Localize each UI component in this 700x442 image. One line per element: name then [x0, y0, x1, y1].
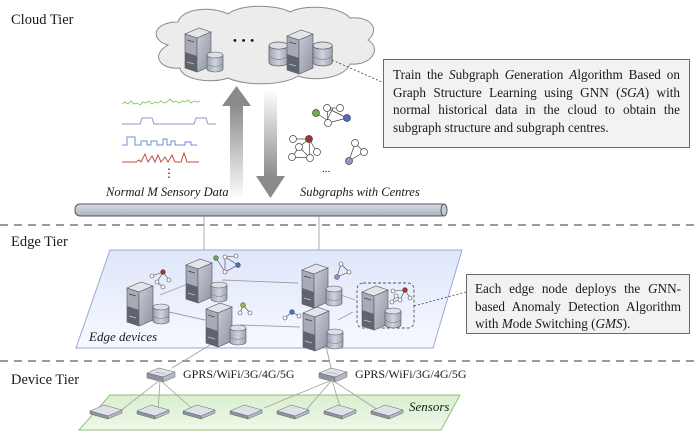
edge-note-box: Each edge node deploys the GNN-based Ano… [466, 274, 690, 334]
note-fragment: ). [622, 316, 631, 332]
centre-node-green [312, 109, 320, 117]
edge-subgraphs [149, 253, 413, 321]
note-fragment: witching ( [541, 316, 596, 332]
note-fragment: G [504, 67, 515, 82]
note-fragment: A [569, 67, 578, 82]
gateway-2-label: GPRS/WiFi/3G/4G/5G [355, 367, 467, 381]
edge-devices-label: Edge devices [89, 329, 158, 344]
sensor-links [118, 379, 379, 413]
centre-node-red [305, 135, 313, 143]
cloud-db-left [206, 51, 224, 73]
signal-red [122, 151, 199, 164]
cloud-db-right [312, 41, 333, 67]
note-fragment: ode [512, 316, 536, 332]
centre-node-blue [343, 114, 351, 122]
cloud-server-right [286, 29, 314, 75]
edge-note-text: Each edge node deploys the GNN-based Ano… [475, 281, 681, 331]
note-fragment: ubgraph [455, 67, 505, 82]
network-bus [74, 203, 448, 217]
download-arrow [256, 90, 285, 198]
gateway-1-label: GPRS/WiFi/3G/4G/5G [183, 367, 295, 381]
edge-tier-label: Edge Tier [11, 234, 68, 250]
note-fragment: S [449, 67, 456, 82]
note-fragment: S [535, 316, 542, 332]
note-fragment: M [501, 316, 513, 332]
subgraph-cluster-flow [288, 104, 368, 165]
cloud-callout-line [331, 59, 383, 83]
gateway-1 [146, 367, 176, 383]
signal-ellipsis: ⋮ [163, 166, 175, 180]
edge-node-highlight [356, 282, 415, 329]
centre-node-purple [345, 157, 353, 165]
cloud-tier-label: Cloud Tier [11, 12, 74, 28]
upload-arrow [222, 86, 251, 200]
note-fragment: Each edge node deploys the [475, 281, 649, 296]
sensor-signals [121, 98, 216, 164]
note-fragment: NN-based Anomaly Detection Algorithm wit… [475, 281, 681, 332]
note-fragment: GMS [595, 316, 623, 332]
note-fragment: Train the [393, 67, 450, 82]
signal-blue [122, 136, 197, 146]
note-fragment: G [648, 281, 658, 296]
cloud-note-text: Train the Subgraph Generation Algorithm … [393, 67, 680, 135]
cloud-db-mid [268, 41, 289, 67]
signal-purple [122, 117, 216, 125]
subgraph-ellipsis: ... [322, 163, 331, 175]
cloud-ellipsis: • • • [233, 35, 256, 47]
note-fragment: ) with normal historical data in the clo… [393, 84, 680, 135]
note-fragment: SGA [620, 84, 645, 100]
note-fragment: lgorithm Based on Graph Structure Learni… [393, 67, 680, 100]
download-label: Subgraphs with Centres [300, 185, 420, 199]
device-tier-label: Device Tier [11, 372, 80, 388]
sensors-label: Sensors [409, 399, 450, 414]
note-fragment: eneration [514, 67, 570, 82]
upload-label: Normal M Sensory Data [106, 185, 229, 199]
gateway-2 [318, 367, 348, 383]
signal-green [121, 98, 201, 106]
edge-callout-line [413, 291, 467, 307]
cloud-note-box: Train the Subgraph Generation Algorithm … [383, 59, 690, 148]
sensor-plane [77, 394, 461, 431]
